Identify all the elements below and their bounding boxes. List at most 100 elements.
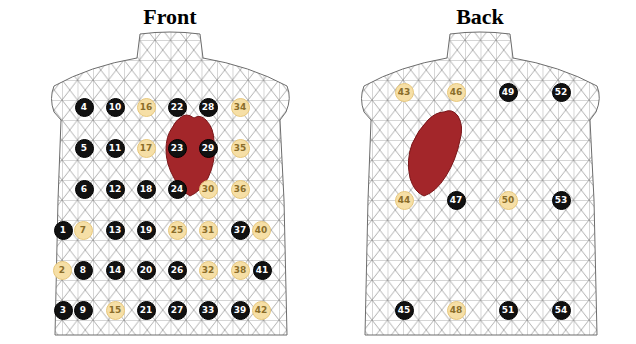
electrode-number: 27 bbox=[171, 306, 184, 315]
view-title: Front bbox=[143, 4, 196, 30]
electrode-marker: 32 bbox=[199, 261, 218, 280]
electrode-number: 22 bbox=[171, 103, 184, 112]
electrode-marker: 14 bbox=[106, 261, 125, 280]
electrode-marker: 40 bbox=[252, 221, 271, 240]
electrode-marker: 17 bbox=[137, 139, 156, 158]
electrode-number: 31 bbox=[202, 226, 215, 235]
electrode-marker: 8 bbox=[74, 261, 93, 280]
electrode-number: 1 bbox=[60, 226, 66, 235]
electrode-number: 12 bbox=[109, 185, 122, 194]
electrode-number: 38 bbox=[234, 266, 247, 275]
electrode-number: 42 bbox=[255, 306, 268, 315]
view-title: Back bbox=[456, 4, 504, 30]
electrode-number: 10 bbox=[109, 103, 122, 112]
electrode-number: 3 bbox=[60, 306, 66, 315]
electrode-marker: 53 bbox=[552, 191, 571, 210]
electrode-number: 51 bbox=[502, 306, 515, 315]
electrode-number: 5 bbox=[81, 144, 87, 153]
electrode-number: 44 bbox=[398, 196, 411, 205]
electrode-number: 23 bbox=[171, 144, 184, 153]
electrode-number: 15 bbox=[109, 306, 122, 315]
electrode-marker: 37 bbox=[231, 221, 250, 240]
electrode-marker: 23 bbox=[168, 139, 187, 158]
electrode-number: 52 bbox=[555, 88, 568, 97]
electrode-marker: 6 bbox=[75, 180, 94, 199]
electrode-number: 35 bbox=[234, 144, 247, 153]
electrode-marker: 46 bbox=[447, 83, 466, 102]
electrode-number: 39 bbox=[234, 306, 247, 315]
electrode-number: 41 bbox=[256, 266, 269, 275]
electrode-number: 34 bbox=[234, 103, 247, 112]
electrode-number: 19 bbox=[140, 226, 153, 235]
electrode-marker: 39 bbox=[231, 301, 250, 320]
electrode-number: 43 bbox=[398, 88, 411, 97]
electrode-number: 45 bbox=[398, 306, 411, 315]
electrode-number: 14 bbox=[109, 266, 122, 275]
electrode-marker: 44 bbox=[395, 191, 414, 210]
electrode-number: 46 bbox=[450, 88, 463, 97]
electrode-marker: 1 bbox=[54, 221, 73, 240]
electrode-number: 37 bbox=[234, 226, 247, 235]
electrode-marker: 51 bbox=[499, 301, 518, 320]
electrode-marker: 35 bbox=[231, 139, 250, 158]
electrode-number: 6 bbox=[81, 185, 87, 194]
electrode-number: 54 bbox=[555, 306, 568, 315]
electrode-marker: 31 bbox=[199, 221, 218, 240]
electrode-marker: 21 bbox=[137, 301, 156, 320]
electrode-marker: 25 bbox=[168, 221, 187, 240]
electrode-marker: 13 bbox=[106, 221, 125, 240]
electrode-number: 20 bbox=[140, 266, 153, 275]
electrode-number: 26 bbox=[171, 266, 184, 275]
electrode-number: 48 bbox=[450, 306, 463, 315]
electrode-number: 2 bbox=[59, 266, 65, 275]
electrode-marker: 5 bbox=[75, 139, 94, 158]
electrode-number: 17 bbox=[140, 144, 153, 153]
electrode-marker: 50 bbox=[499, 191, 518, 210]
electrode-marker: 12 bbox=[106, 180, 125, 199]
electrode-number: 40 bbox=[255, 226, 268, 235]
electrode-marker: 19 bbox=[137, 221, 156, 240]
electrode-number: 4 bbox=[81, 103, 87, 112]
electrode-number: 47 bbox=[450, 196, 463, 205]
electrode-marker: 7 bbox=[74, 221, 93, 240]
electrode-number: 49 bbox=[502, 88, 515, 97]
electrode-marker: 30 bbox=[199, 180, 218, 199]
electrode-marker: 49 bbox=[499, 83, 518, 102]
electrode-number: 50 bbox=[502, 196, 515, 205]
electrode-marker: 26 bbox=[168, 261, 187, 280]
electrode-marker: 16 bbox=[137, 98, 156, 117]
electrode-number: 8 bbox=[80, 266, 86, 275]
electrode-marker: 2 bbox=[53, 261, 72, 280]
electrode-marker: 3 bbox=[54, 301, 73, 320]
electrode-number: 33 bbox=[202, 306, 215, 315]
electrode-number: 21 bbox=[140, 306, 153, 315]
electrode-marker: 11 bbox=[106, 139, 125, 158]
electrode-number: 36 bbox=[234, 185, 247, 194]
electrode-marker: 52 bbox=[552, 83, 571, 102]
electrode-number: 53 bbox=[555, 196, 568, 205]
electrode-marker: 42 bbox=[252, 301, 271, 320]
electrode-marker: 18 bbox=[137, 180, 156, 199]
electrode-number: 18 bbox=[140, 185, 153, 194]
electrode-marker: 28 bbox=[199, 98, 218, 117]
electrode-number: 9 bbox=[80, 306, 86, 315]
electrode-marker: 27 bbox=[168, 301, 187, 320]
electrode-marker: 24 bbox=[168, 180, 187, 199]
electrode-number: 13 bbox=[109, 226, 122, 235]
electrode-number: 29 bbox=[202, 144, 215, 153]
electrode-number: 30 bbox=[202, 185, 215, 194]
electrode-marker: 34 bbox=[231, 98, 250, 117]
electrode-marker: 43 bbox=[395, 83, 414, 102]
electrode-marker: 10 bbox=[106, 98, 125, 117]
electrode-marker: 38 bbox=[231, 261, 250, 280]
electrode-marker: 48 bbox=[447, 301, 466, 320]
electrode-number: 28 bbox=[202, 103, 215, 112]
electrode-marker: 15 bbox=[106, 301, 125, 320]
electrode-marker: 4 bbox=[75, 98, 94, 117]
electrode-number: 16 bbox=[140, 103, 153, 112]
electrode-marker: 9 bbox=[74, 301, 93, 320]
electrode-number: 32 bbox=[202, 266, 215, 275]
electrode-marker: 41 bbox=[253, 261, 272, 280]
